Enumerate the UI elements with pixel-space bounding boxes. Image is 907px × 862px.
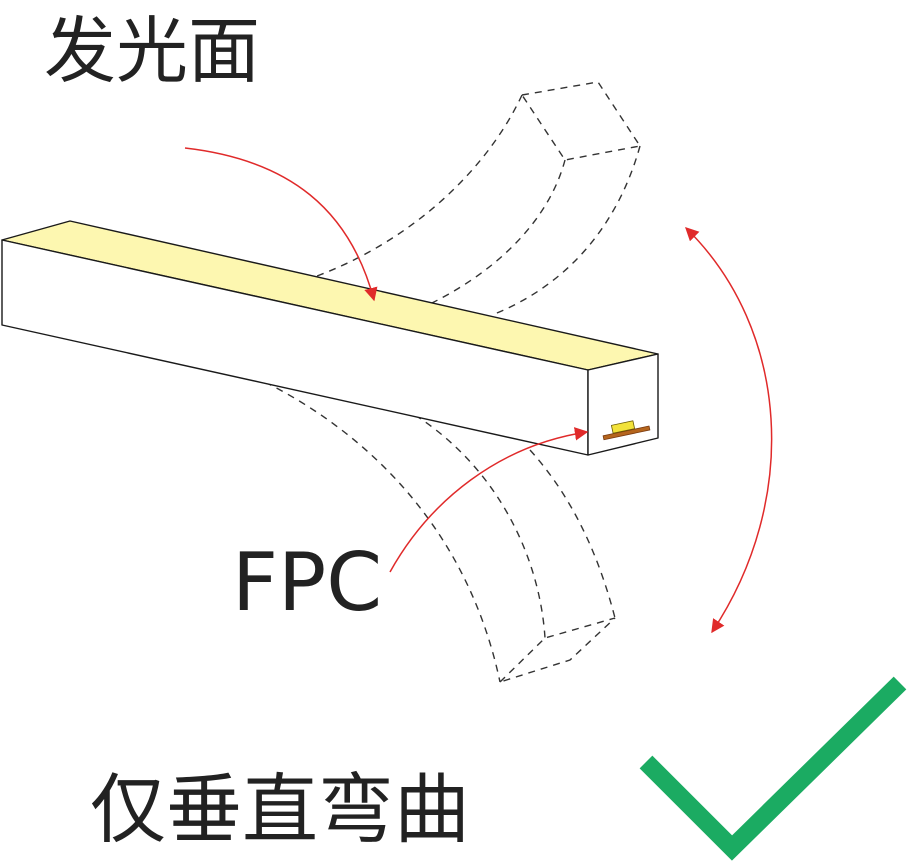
- led-strip: [1, 220, 659, 456]
- bend-direction-arrow: [685, 227, 773, 634]
- bend-note-label: 仅垂直弯曲: [90, 765, 470, 854]
- fpc-pointer-arrow: [389, 427, 589, 573]
- checkmark-icon: [639, 676, 907, 861]
- led-chip: [611, 420, 635, 434]
- strip-end-face: [587, 353, 659, 456]
- fpc-board: [602, 425, 651, 441]
- emitting-surface-label: 发光面: [44, 9, 260, 93]
- fpc-label: FPC: [232, 536, 382, 629]
- annotation-arrows: [184, 147, 773, 634]
- surface-pointer-arrow: [184, 147, 378, 302]
